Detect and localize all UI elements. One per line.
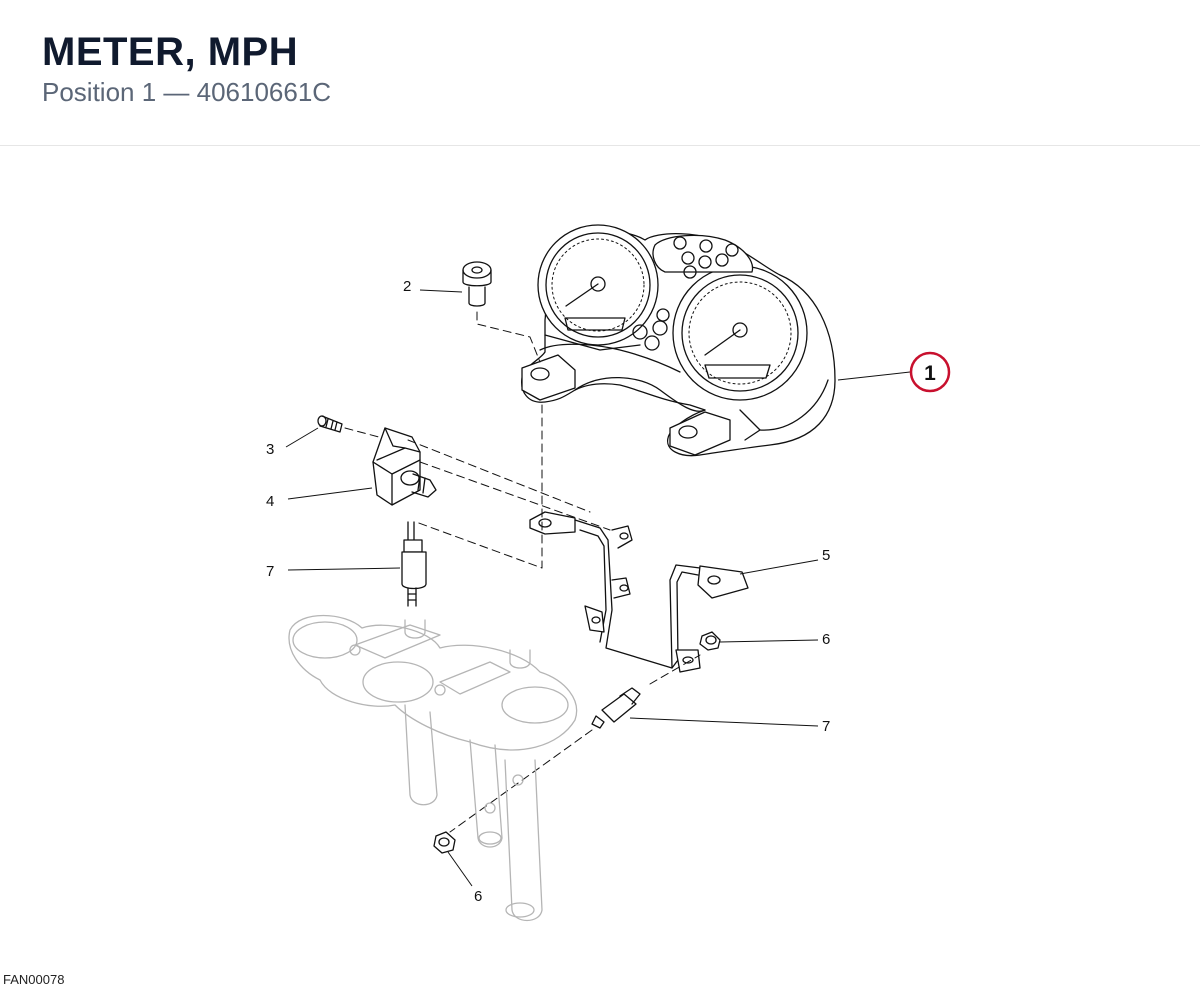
callout-7-upper: 7 [266,563,274,580]
callout-1: 1 [924,362,936,385]
callout-7-lower: 7 [822,718,830,735]
page-title: METER, MPH [42,30,299,74]
stud-item-7-upper[interactable] [401,521,427,607]
callout-6-right: 6 [822,631,830,648]
leader-lines [285,289,911,887]
instrument-cluster[interactable] [521,224,836,457]
bracket-item-5[interactable] [529,511,749,673]
page-subtitle: Position 1 — 40610661C [42,77,332,107]
screw-item-3[interactable] [317,415,343,433]
nut-item-6-lower[interactable] [433,831,456,854]
callout-1-highlight[interactable]: 1 [909,351,951,393]
triple-clamp-ghost [288,614,578,922]
header: METER, MPH Position 1 — 40610661C [0,0,1200,146]
exploded-parts-diagram: 2 3 4 7 5 6 7 6 1 [266,224,951,922]
figure-code: FAN00078 [3,972,65,987]
callout-5: 5 [822,547,830,564]
callout-4: 4 [266,493,274,510]
sensor-item-4[interactable] [372,427,437,506]
callout-6-lower: 6 [474,888,482,905]
bolt-item-2[interactable] [462,261,492,307]
callout-2: 2 [403,278,411,295]
nut-item-6-right[interactable] [699,631,721,651]
callout-1-circle [909,351,951,393]
stud-item-7-lower[interactable] [591,687,641,729]
callout-3: 3 [266,441,274,458]
